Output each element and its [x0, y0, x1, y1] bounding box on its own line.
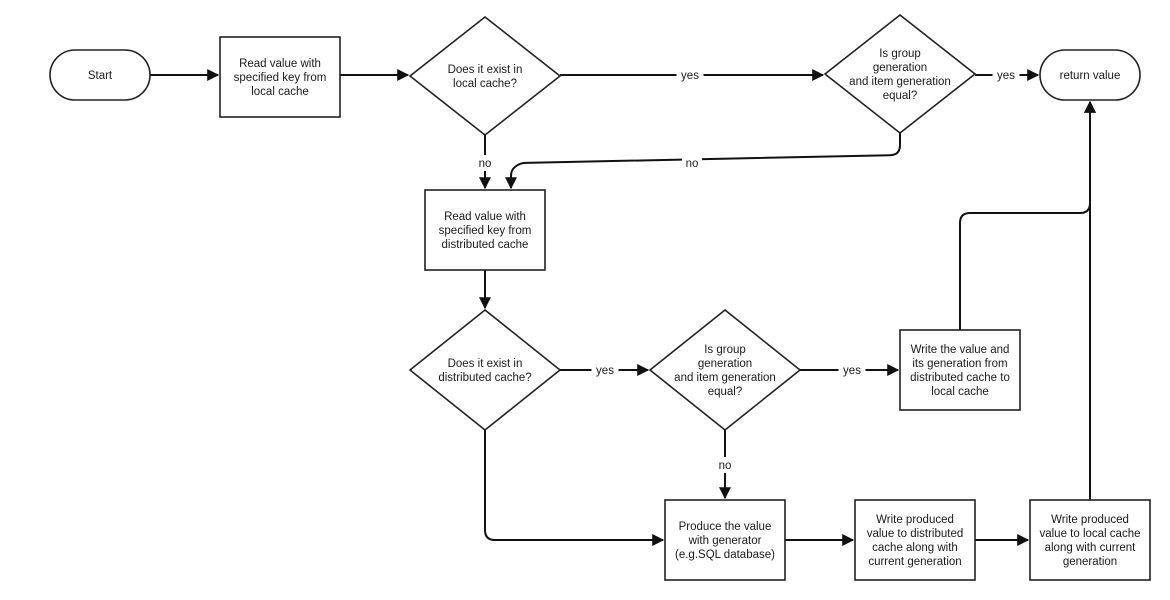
process-shape	[664, 499, 786, 581]
edge-gen_equal_distributed-to-produce: no	[715, 430, 735, 500]
edge-write_local_from_distributed-to-return_value	[959, 100, 1096, 330]
edge-exist_local-to-gen_equal_local: yes	[560, 67, 825, 83]
edge-line	[505, 133, 901, 190]
edge-gen_equal_local-to-return_value: yes	[975, 67, 1040, 83]
decision-shape	[648, 308, 802, 432]
node-gen_equal_distributed: Is group generation and item generation equ…	[648, 308, 802, 432]
edge-label-background	[475, 155, 495, 171]
edge-label-background	[715, 457, 735, 473]
edges-layer: yes yes no no yes yes no	[150, 67, 1096, 546]
node-exist_local: Does it exist in local cache?	[408, 15, 562, 137]
node-label-line: generation	[873, 62, 927, 74]
node-gen_equal_local: Is group generation and item generation equ…	[823, 13, 977, 135]
node-write_local_from_distributed: Write the value and its generation from di…	[899, 329, 1021, 411]
node-label-line: with generator	[688, 535, 762, 547]
decision-shape	[823, 13, 977, 135]
node-label-line: equal?	[883, 90, 918, 102]
node-label-line: Read value with	[239, 58, 321, 70]
node-label-line: distributed cache	[442, 239, 529, 251]
node-label-line: Start	[88, 70, 113, 82]
edge-label-background	[676, 67, 704, 83]
node-label-line: Is group	[879, 48, 921, 60]
edge-label-background	[838, 362, 866, 378]
edge-label-background	[682, 155, 702, 171]
edge-line	[959, 100, 1096, 330]
process-shape	[1029, 499, 1151, 581]
node-label-line: Write the value and	[911, 344, 1010, 356]
node-label-line: equal?	[708, 386, 743, 398]
node-exist_distributed: Does it exist in distributed cache?	[408, 308, 562, 432]
node-label-line: value to distributed	[867, 528, 964, 540]
edge-exist_local-to-read_distributed: no	[475, 135, 495, 190]
node-label-line: its generation from	[912, 358, 1007, 370]
node-label-line: and item generation	[849, 76, 951, 88]
terminal-shape	[1039, 49, 1141, 101]
process-shape	[424, 189, 546, 271]
process-shape	[854, 499, 976, 581]
node-label-line: specified key from	[234, 72, 327, 84]
process-shape	[899, 329, 1021, 411]
edge-label: yes	[596, 365, 614, 377]
node-label-line: along with current	[1045, 542, 1137, 554]
node-label-line: generation	[698, 358, 752, 370]
edge-label: no	[479, 158, 492, 170]
node-label-line: Produce the value	[679, 521, 772, 533]
node-label-line: return value	[1060, 70, 1121, 82]
decision-shape	[408, 308, 562, 432]
node-label-line: cache along with	[872, 542, 958, 554]
node-start: Start	[49, 49, 151, 101]
edge-exist_distributed-to-produce	[484, 430, 665, 546]
node-label-line: current generation	[868, 556, 961, 568]
node-produce: Produce the value with generator (e.g.SQL …	[664, 499, 786, 581]
edge-line	[484, 430, 665, 546]
node-write_distributed: Write produced value to distributed cache …	[854, 499, 976, 581]
node-label-line: specified key from	[439, 225, 532, 237]
node-return_value: return value	[1039, 49, 1141, 101]
node-label-line: local cache	[251, 86, 309, 98]
edge-label: yes	[843, 365, 861, 377]
node-read_distributed: Read value with specified key from distrib…	[424, 189, 546, 271]
node-label-line: distributed cache to	[910, 372, 1010, 384]
node-label-line: Write produced	[876, 514, 954, 526]
node-label-line: (e.g.SQL database)	[675, 549, 775, 561]
edge-label: no	[719, 460, 732, 472]
edge-exist_distributed-to-gen_equal_distributed: yes	[560, 362, 650, 378]
edge-label-background	[591, 362, 619, 378]
node-label-line: Is group	[704, 344, 746, 356]
edge-label: no	[686, 158, 699, 170]
node-label-line: Does it exist in	[448, 64, 523, 76]
edge-label-background	[992, 67, 1020, 83]
node-label-line: generation	[1063, 556, 1117, 568]
node-label-line: value to local cache	[1039, 528, 1140, 540]
process-shape	[219, 36, 341, 118]
node-label-line: Does it exist in	[448, 358, 523, 370]
node-label-line: Read value with	[444, 211, 526, 223]
node-label-line: distributed cache?	[438, 372, 531, 384]
edge-label: yes	[681, 70, 699, 82]
node-read_local: Read value with specified key from local c…	[219, 36, 341, 118]
node-label-line: and item generation	[674, 372, 776, 384]
edge-label: yes	[997, 70, 1015, 82]
decision-shape	[408, 15, 562, 137]
node-label-line: local cache	[931, 386, 989, 398]
node-label-line: local cache?	[453, 78, 517, 90]
edge-gen_equal_distributed-to-write_local_from_distributed: yes	[800, 362, 900, 378]
node-write_local: Write produced value to local cache along …	[1029, 499, 1151, 581]
terminal-shape	[49, 49, 151, 101]
edge-gen_equal_local-to-read_distributed: no	[505, 133, 901, 190]
node-label-line: Write produced	[1051, 514, 1129, 526]
